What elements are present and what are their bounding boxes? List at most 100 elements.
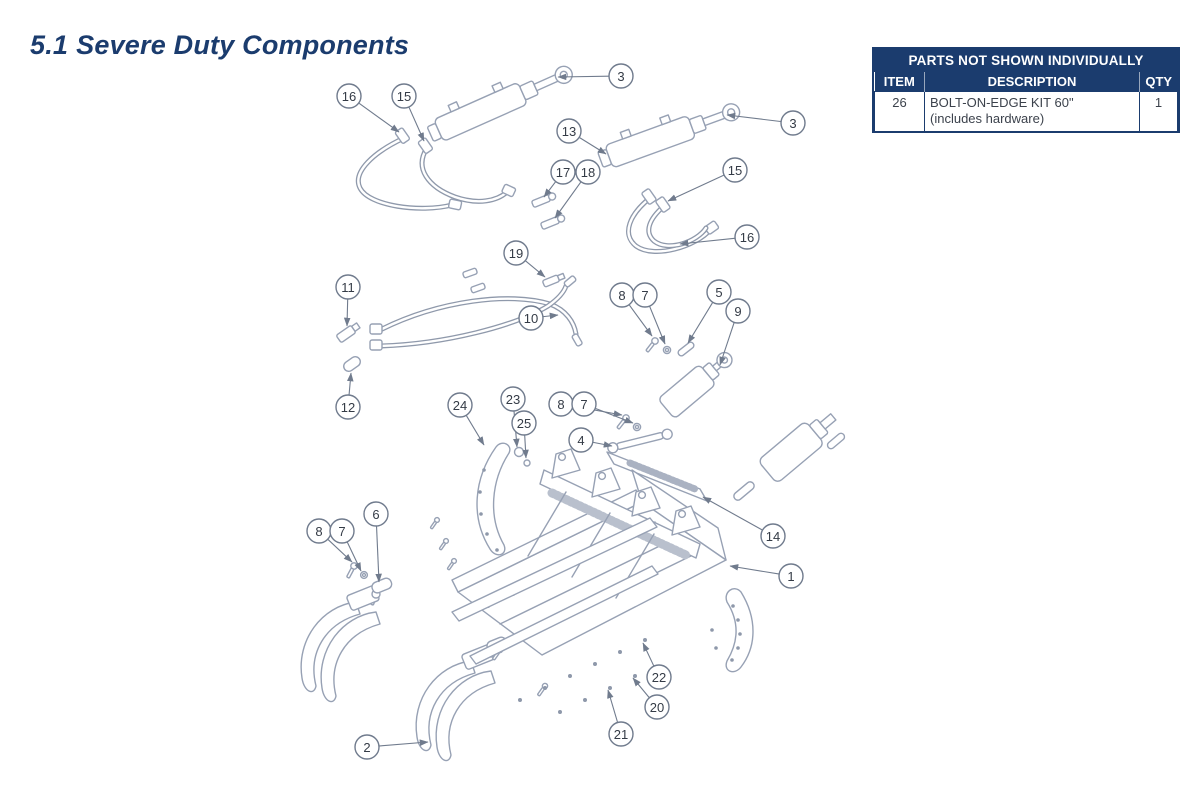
hinge-brackets (551, 448, 701, 536)
callout-number: 25 (517, 416, 531, 431)
callout-balloon (391, 83, 417, 109)
callout-leader (593, 441, 613, 448)
callout-balloon (778, 563, 804, 589)
hydraulic-fitting-18 (540, 214, 566, 230)
callout-balloon (760, 523, 786, 549)
callout-leader (607, 689, 618, 723)
hydraulic-hose-16-right (646, 196, 709, 249)
pin-right-upper (826, 432, 846, 450)
link-4 (607, 428, 673, 454)
callout-leader (375, 526, 382, 583)
hose-sleeve-12 (343, 356, 361, 372)
section-title: Severe Duty Components (76, 30, 410, 61)
callout-number: 2 (363, 740, 370, 755)
callout-balloon (646, 664, 672, 690)
side-plate-right (710, 588, 754, 673)
callout-balloon (722, 157, 748, 183)
callout-leader (667, 174, 724, 202)
callout-balloon (608, 63, 634, 89)
callout-number: 16 (740, 230, 754, 245)
callout-number: 7 (641, 288, 648, 303)
hydraulic-fitting-17 (531, 192, 557, 208)
callout-balloon (336, 83, 362, 109)
callout-leader (408, 107, 425, 142)
callout-leader (642, 642, 655, 666)
callout-number: 9 (734, 304, 741, 319)
callout-number: 10 (524, 311, 538, 326)
hydraulic-fitting-11 (336, 322, 361, 343)
callout-number: 6 (372, 507, 379, 522)
callout-number: 14 (766, 529, 780, 544)
grapple-arm-left (300, 577, 393, 703)
bolt-8-mid (616, 414, 630, 430)
screws-left-plate (429, 516, 458, 571)
callout-number: 15 (728, 163, 742, 178)
hydraulic-cylinder-9 (659, 351, 733, 418)
bucket-assembly (451, 448, 727, 656)
part-qty-cell: 1 (1139, 91, 1178, 131)
bolt-8-left (346, 562, 358, 579)
callout-balloon (632, 282, 658, 308)
callout-balloon (518, 305, 544, 331)
callout-balloon (447, 392, 473, 418)
callout-balloon (354, 734, 380, 760)
callout-balloon (511, 410, 537, 436)
parts-table-header-row: ITEM DESCRIPTION QTY (874, 72, 1178, 92)
callout-leader (628, 304, 653, 337)
callout-leader (649, 306, 666, 345)
callout-number: 22 (652, 670, 666, 685)
callout-balloon (503, 240, 529, 266)
hydraulic-hose-15-left (417, 137, 517, 204)
callout-balloon (556, 118, 582, 144)
callout-balloon (644, 694, 670, 720)
callout-number: 13 (562, 124, 576, 139)
callout-balloon (335, 274, 361, 300)
callout-balloon (706, 279, 732, 305)
callout-number: 17 (556, 165, 570, 180)
callout-number: 8 (315, 524, 322, 539)
parts-not-shown-table: PARTS NOT SHOWN INDIVIDUALLY ITEM DESCRI… (872, 47, 1180, 133)
column-description: DESCRIPTION (924, 72, 1140, 92)
callout-number: 7 (338, 524, 345, 539)
pin-right-lower (733, 481, 755, 501)
parts-table-title: PARTS NOT SHOWN INDIVIDUALLY (874, 49, 1178, 72)
callout-leader (525, 260, 546, 278)
hydraulic-cylinder-right (759, 413, 837, 482)
callout-leader (595, 408, 634, 424)
side-plate-left (476, 442, 531, 556)
column-qty: QTY (1139, 72, 1178, 92)
callout-number: 3 (617, 69, 624, 84)
part-item-cell: 26 (874, 91, 925, 131)
callout-balloon (725, 298, 751, 324)
cutting-edge-bars (451, 517, 659, 714)
callout-balloon (500, 386, 526, 412)
part-description-cell: BOLT-ON-EDGE KIT 60"(includes hardware) (924, 91, 1140, 131)
callout-leader (632, 677, 650, 698)
callout-leader (719, 322, 735, 366)
callout-leader (579, 137, 607, 155)
callout-number: 11 (341, 280, 355, 295)
callout-number: 15 (397, 89, 411, 104)
callout-number: 3 (789, 116, 796, 131)
callout-leader (522, 435, 529, 459)
callout-balloon (550, 159, 576, 185)
callout-number: 4 (577, 433, 584, 448)
washer-7-mid (632, 422, 642, 432)
column-item: ITEM (874, 72, 925, 92)
callout-balloon (329, 518, 355, 544)
callout-number: 1 (787, 569, 794, 584)
callout-balloon (608, 721, 634, 747)
bolt-8-upper (645, 337, 659, 353)
callout-leader (679, 237, 735, 247)
callout-number: 19 (509, 246, 523, 261)
callout-number: 18 (581, 165, 595, 180)
exploded-diagram (300, 65, 846, 762)
callout-leader (543, 312, 559, 320)
callout-number: 21 (614, 727, 628, 742)
hydraulic-fitting-19 (542, 272, 566, 288)
callout-balloon (335, 394, 361, 420)
